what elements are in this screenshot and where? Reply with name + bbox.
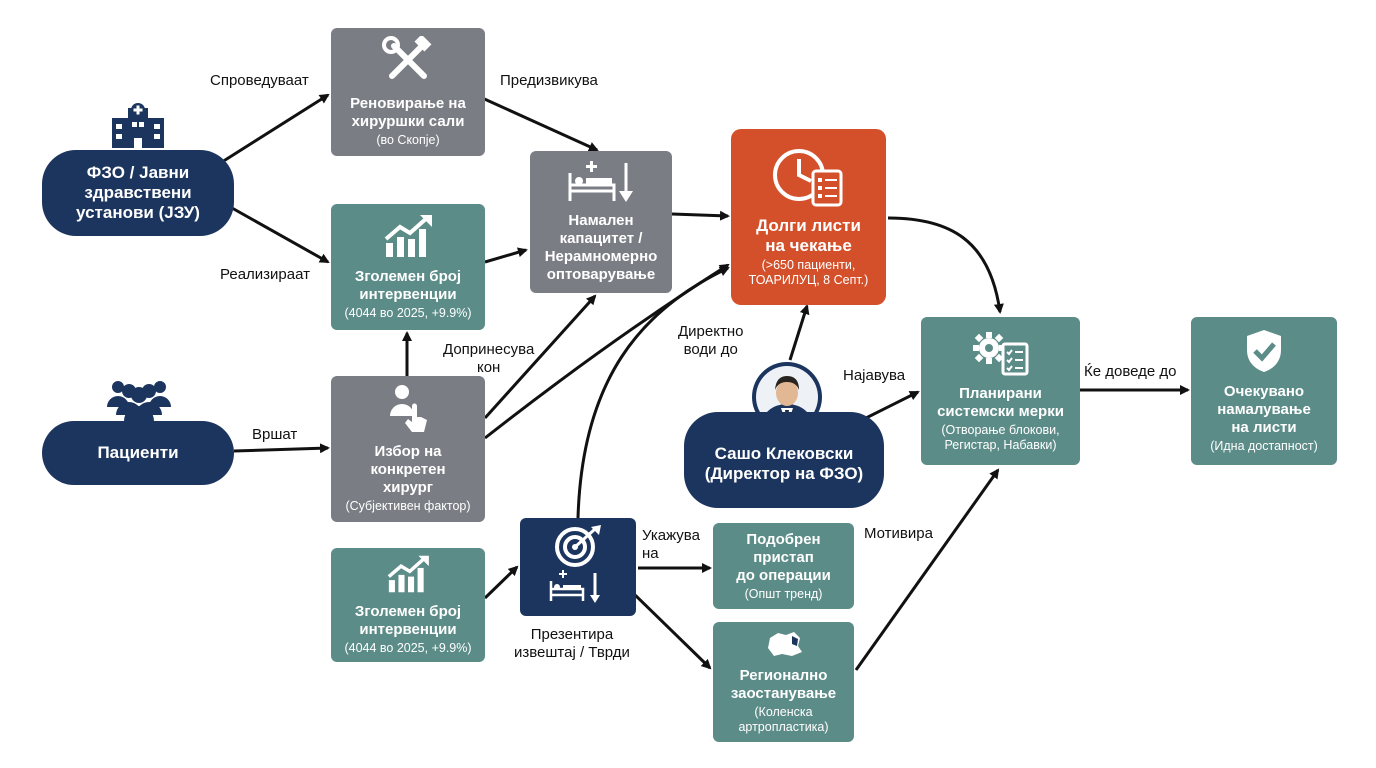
growth-chart-icon (384, 554, 432, 599)
long-lists-node[interactable]: Долги листи на чекање (>650 пациенти, ТО… (731, 129, 886, 305)
planned-measures-node[interactable]: Планирани системски мерки (Отворање блок… (921, 317, 1080, 465)
planned-measures-title: Планирани системски мерки (937, 384, 1064, 420)
long-lists-subtitle: (>650 пациенти, ТОАРИЛУЦ, 8 Септ.) (748, 257, 869, 287)
increased-interventions-title: Зголемен број интервенции (354, 268, 462, 303)
edge-label-contributes: Допринесува кон (443, 341, 535, 376)
renovation-node[interactable]: Реновирање на хируршки сали (во Скопје) (331, 28, 485, 156)
increased-interventions-node[interactable]: Зголемен број интервенции (4044 во 2025,… (331, 204, 485, 330)
edge-label-realize: Реализираат (220, 266, 310, 283)
people-group-icon (104, 377, 174, 426)
director-title: Сашо Клековски (Директор на ФЗО) (704, 444, 864, 483)
growth-chart-icon (382, 213, 434, 264)
choice-surgeon-subtitle: (Субјективен фактор) (345, 499, 471, 513)
increased-interventions-2-title: Зголемен број интервенции (354, 603, 462, 638)
increased-interventions-2-subtitle: (4044 во 2025, +9.9%) (344, 641, 472, 655)
edge-fzo-increased (231, 206, 330, 264)
improved-access-node[interactable]: Подобрен пристап до операции (Општ тренд… (713, 523, 854, 609)
regional-lag-subtitle: (Коленска артропластика) (738, 704, 829, 734)
increased-interventions-2-node[interactable]: Зголемен број интервенции (4044 во 2025,… (331, 548, 485, 662)
edge-lists-measures (887, 216, 1004, 314)
expected-reduction-node[interactable]: Очекувано намалување на листи (Идна дост… (1191, 317, 1337, 465)
edge-label-do: Вршат (252, 426, 298, 443)
patients-title: Пациенти (97, 443, 179, 462)
renovation-subtitle: (во Скопје) (376, 133, 440, 147)
hospital-icon (106, 102, 170, 155)
choice-surgeon-node[interactable]: Избор на конкретен хирург (Субјективен ф… (331, 376, 485, 522)
edge-label-indicates: Укажува на (642, 527, 700, 562)
regional-lag-node[interactable]: Регионално заостанување (Коленска артроп… (713, 622, 854, 742)
fzo-node[interactable]: ФЗО / Јавни здравствени установи (ЈЗУ) (42, 150, 234, 236)
target-bed-icon (545, 524, 611, 610)
edge-director-measures (865, 390, 920, 420)
fzo-title: ФЗО / Јавни здравствени установи (ЈЗУ) (76, 163, 200, 222)
edge-label-announces: Најавува (843, 367, 906, 384)
edge-increased2-report (483, 565, 519, 600)
reduced-capacity-title: Намален капацитет / Нерамномерно оптовар… (544, 211, 658, 283)
edge-label-cause: Предизвикува (500, 72, 598, 89)
edge-renovation-capacity (479, 95, 599, 152)
edge-fzo-renovation (221, 93, 330, 164)
edge-regional-measures (854, 468, 1000, 671)
expected-reduction-subtitle: (Идна достапност) (1210, 439, 1318, 453)
long-lists-title: Долги листи на чекање (756, 215, 861, 255)
edge-report-lists (576, 266, 730, 519)
bed-down-icon (566, 160, 636, 208)
region-map-icon (764, 630, 804, 663)
patients-node[interactable]: Пациенти (42, 421, 234, 485)
person-pointer-icon (386, 384, 430, 439)
edge-label-motivates: Мотивира (864, 525, 933, 542)
improved-access-title: Подобрен пристап до операции (736, 530, 831, 584)
report-node[interactable] (520, 518, 636, 616)
reduced-capacity-node[interactable]: Намален капацитет / Нерамномерно оптовар… (530, 151, 672, 293)
gear-checklist-icon (972, 330, 1029, 381)
regional-lag-title: Регионално заостанување (730, 666, 837, 702)
director-node[interactable]: Сашо Клековски (Директор на ФЗО) (684, 412, 884, 508)
edge-report-regional (630, 590, 712, 670)
edge-increased-capacity (484, 247, 528, 264)
shield-check-icon (1244, 328, 1284, 379)
edge-capacity-lists (671, 210, 730, 221)
choice-surgeon-title: Избор на конкретен хирург (370, 443, 446, 496)
renovation-title: Реновирање на хируршки сали (350, 95, 466, 130)
edge-patients-choice (233, 443, 330, 454)
planned-measures-subtitle: (Отворање блокови, Регистар, Набавки) (941, 422, 1060, 452)
increased-interventions-subtitle: (4044 во 2025, +9.9%) (344, 306, 472, 320)
improved-access-subtitle: (Општ тренд) (744, 586, 823, 601)
edge-label-implement: Спроведуваат (210, 72, 309, 89)
edge-label-presents: Презентира извештај / Тврди (514, 626, 630, 661)
clock-list-icon (771, 147, 847, 212)
edge-choice-capacity (483, 294, 597, 420)
edge-label-directly-leads: Директно води до (678, 323, 744, 358)
tools-icon (382, 34, 434, 91)
expected-reduction-title: Очекувано намалување на листи (1217, 383, 1311, 436)
edge-label-will-lead: Ќе доведе до (1084, 363, 1177, 380)
edge-director-lists (788, 304, 810, 361)
